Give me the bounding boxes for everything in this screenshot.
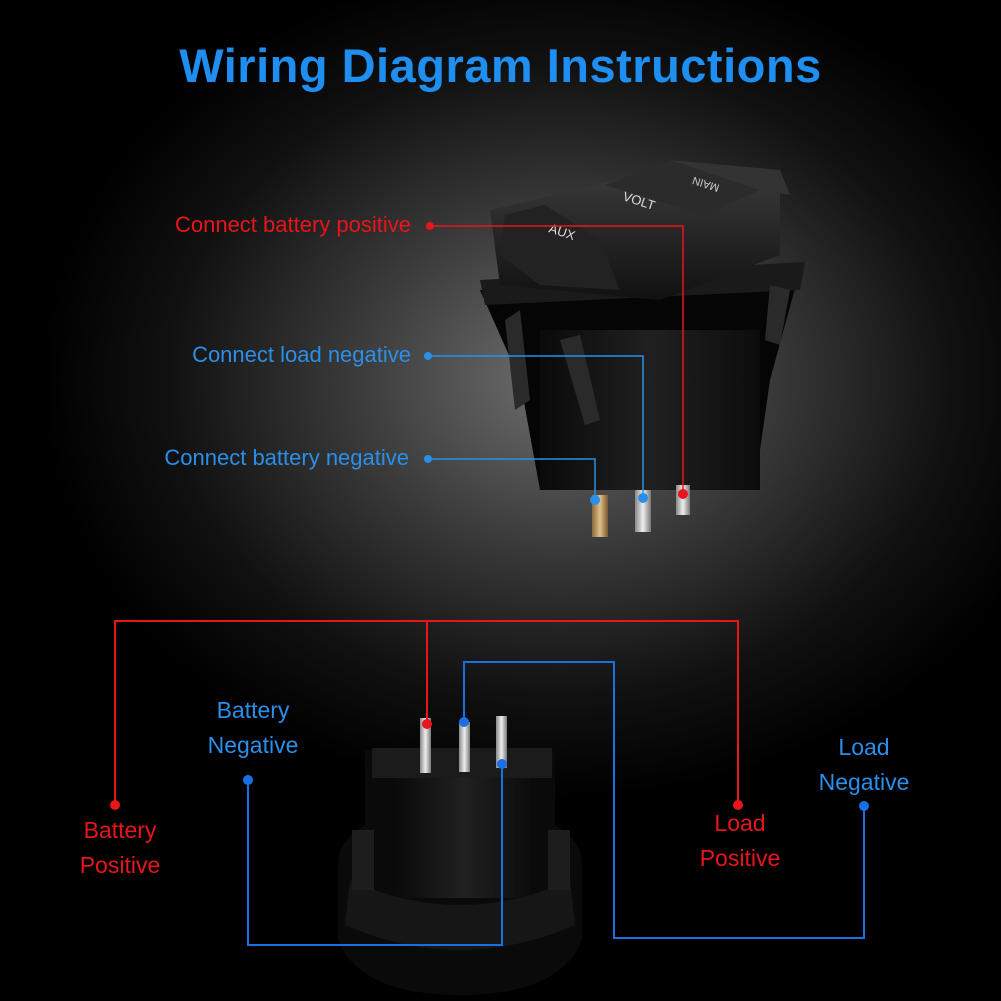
label-connect-battery-negative: Connect battery negative	[164, 445, 409, 470]
page-title: Wiring Diagram Instructions	[179, 39, 822, 92]
label-load-positive: Load Positive	[699, 810, 781, 871]
label-connect-load-negative: Connect load negative	[192, 342, 411, 367]
label-battery-negative: Battery Negative	[207, 697, 299, 758]
terminal-pin	[496, 716, 507, 768]
label-connect-battery-positive: Connect battery positive	[174, 212, 411, 237]
label-battery-positive: Battery Positive	[79, 817, 161, 878]
wire-positive-bottom	[110, 620, 743, 810]
wire-load-negative-top	[424, 352, 648, 503]
terminal-pin	[420, 718, 431, 773]
top-switch: AUX VOLT MAIN	[480, 160, 805, 537]
bottom-switch	[338, 716, 582, 995]
label-load-negative: Load Negative	[818, 734, 910, 795]
terminal-pin	[592, 495, 608, 537]
terminal-pin	[459, 722, 470, 772]
wire-load-negative-bottom	[459, 661, 869, 939]
wire-battery-positive-top	[426, 222, 688, 499]
wire-battery-negative-bottom	[243, 759, 507, 946]
wire-battery-negative-top	[424, 455, 600, 505]
